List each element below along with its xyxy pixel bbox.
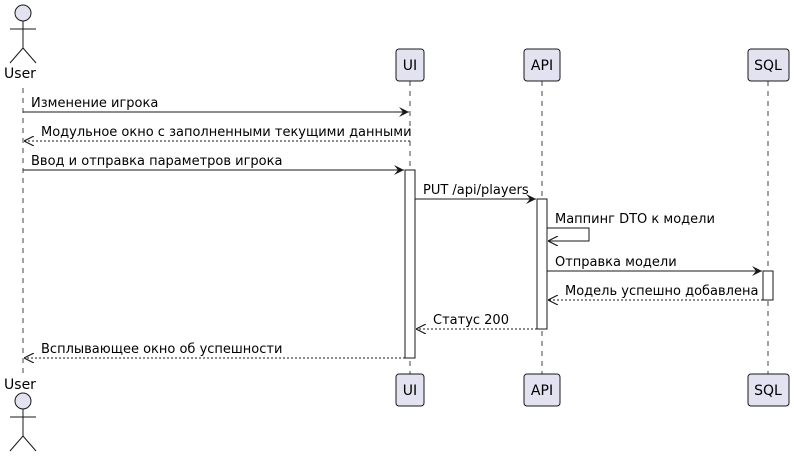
participant-ui-label: UI xyxy=(403,58,417,74)
message-label: Статус 200 xyxy=(433,313,509,328)
actor-user-bottom: User xyxy=(4,377,37,452)
message-success-popup: Всплывающее окно об успешности xyxy=(24,342,405,358)
participant-ui-top: UI xyxy=(395,48,425,82)
actor-figure-icon xyxy=(9,4,37,64)
message-label: Модульное окно с заполненными текущими д… xyxy=(41,125,412,140)
activation-ui xyxy=(404,169,416,359)
message-put-players: PUT /api/players xyxy=(415,183,536,204)
message-label: Маппинг DTO к модели xyxy=(555,212,715,227)
activation-api xyxy=(536,198,548,330)
participant-sql-label: SQL xyxy=(754,383,782,399)
message-status-200: Статус 200 xyxy=(416,313,537,329)
message-send-model: Отправка модели xyxy=(547,255,762,276)
participant-ui-bottom: UI xyxy=(395,373,425,407)
actor-figure-icon xyxy=(9,392,37,452)
participant-api-bottom: API xyxy=(523,373,561,407)
participant-sql-label: SQL xyxy=(754,58,782,74)
message-edit-player: Изменение игрока xyxy=(23,96,409,117)
participant-ui-label: UI xyxy=(403,383,417,399)
message-label: Всплывающее окно об успешности xyxy=(41,342,282,357)
message-modal-window: Модульное окно с заполненными текущими д… xyxy=(24,125,412,141)
activation-sql xyxy=(762,270,774,301)
participant-sql-bottom: SQL xyxy=(747,373,790,407)
message-label: Изменение игрока xyxy=(31,96,158,111)
participant-api-top: API xyxy=(523,48,561,82)
message-input-params: Ввод и отправка параметров игрока xyxy=(23,154,404,175)
actor-user-top: User xyxy=(4,4,37,82)
message-label: Отправка модели xyxy=(555,255,677,270)
message-label: PUT /api/players xyxy=(423,183,529,198)
participant-sql-top: SQL xyxy=(747,48,790,82)
message-model-added: Модель успешно добавлена xyxy=(548,284,763,300)
message-label: Модель успешно добавлена xyxy=(565,284,758,299)
actor-user-label: User xyxy=(4,66,36,82)
message-mapping-dto: Маппинг DTO к модели xyxy=(547,212,715,241)
actor-user-label: User xyxy=(4,377,36,393)
participant-api-label: API xyxy=(531,383,553,399)
message-label: Ввод и отправка параметров игрока xyxy=(31,154,282,169)
participant-api-label: API xyxy=(531,58,553,74)
